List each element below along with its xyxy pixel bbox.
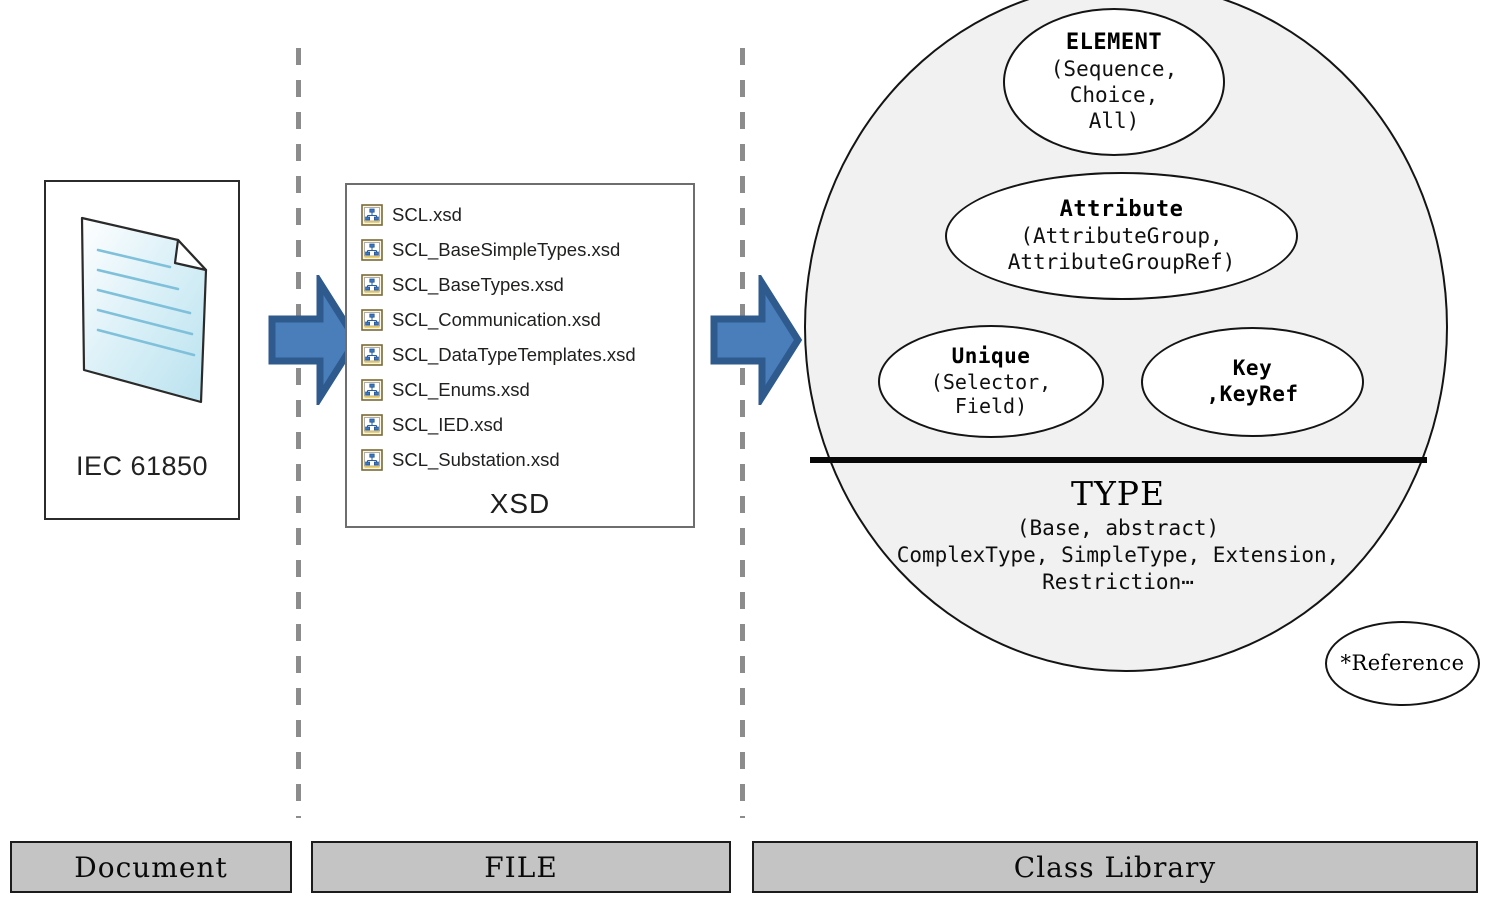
arrow-document-to-file-icon xyxy=(268,275,360,405)
node-unique-line-1: (Selector, xyxy=(930,369,1052,394)
list-item[interactable]: SCL_IED.xsd xyxy=(361,407,687,442)
node-key[interactable]: Key ,KeyRef xyxy=(1141,327,1364,437)
node-key-line-1: ,KeyRef xyxy=(1206,382,1299,406)
xsd-file-card: SCL.xsd SCL_BaseSimpleTypes.xsd xyxy=(345,183,695,528)
list-item[interactable]: SCL_BaseTypes.xsd xyxy=(361,267,687,302)
type-section: TYPE (Base, abstract) ComplexType, Simpl… xyxy=(828,474,1408,596)
type-section-line-1: (Base, abstract) xyxy=(1016,516,1220,540)
xsd-file-list: SCL.xsd SCL_BaseSimpleTypes.xsd xyxy=(361,197,687,477)
list-item-label: SCL_Enums.xsd xyxy=(392,378,530,400)
xsd-schema-icon xyxy=(361,238,383,261)
node-element-title: ELEMENT xyxy=(1065,29,1163,55)
node-attribute-line-1: (AttributeGroup, xyxy=(1020,224,1223,249)
node-reference-title: *Reference xyxy=(1340,650,1465,675)
xsd-schema-icon xyxy=(361,413,383,436)
list-item[interactable]: SCL_Communication.xsd xyxy=(361,302,687,337)
type-section-line-3: Restriction⋯ xyxy=(1042,569,1194,594)
node-key-title: Key xyxy=(1232,356,1273,381)
document-card-label: IEC 61850 xyxy=(75,451,209,481)
node-unique-line-2: Field) xyxy=(954,394,1028,419)
type-section-line-2: ComplexType, SimpleType, Extension, xyxy=(896,542,1340,567)
node-unique-title: Unique xyxy=(951,343,1031,368)
xsd-schema-icon xyxy=(361,308,383,331)
list-item-label: SCL_BaseSimpleTypes.xsd xyxy=(392,238,621,260)
list-item[interactable]: SCL.xsd xyxy=(361,197,687,232)
document-card: IEC 61850 xyxy=(44,180,240,520)
list-item[interactable]: SCL_Enums.xsd xyxy=(361,372,687,407)
list-item-label: SCL.xsd xyxy=(392,203,462,225)
list-item[interactable]: SCL_BaseSimpleTypes.xsd xyxy=(361,232,687,267)
list-item[interactable]: SCL_Substation.xsd xyxy=(361,442,687,477)
xsd-card-caption: XSD xyxy=(489,488,551,519)
xsd-schema-icon xyxy=(361,273,383,296)
list-item-label: SCL_IED.xsd xyxy=(392,413,504,435)
xsd-schema-icon xyxy=(361,343,383,366)
xsd-schema-icon xyxy=(361,448,383,471)
node-attribute[interactable]: Attribute (AttributeGroup, AttributeGrou… xyxy=(945,172,1298,300)
layer-label-document: Document xyxy=(10,841,292,893)
node-attribute-title: Attribute xyxy=(1059,196,1184,222)
node-element-line-3: All) xyxy=(1088,109,1140,134)
column-separator-document-file xyxy=(296,48,301,818)
document-page-icon xyxy=(80,216,208,404)
arrow-file-to-class-icon xyxy=(710,275,802,405)
list-item-label: SCL_Communication.xsd xyxy=(392,308,601,330)
list-item[interactable]: SCL_DataTypeTemplates.xsd xyxy=(361,337,687,372)
node-element-line-2: Choice, xyxy=(1069,83,1159,108)
xsd-schema-icon xyxy=(361,378,383,401)
node-reference[interactable]: *Reference xyxy=(1325,621,1480,706)
layer-label-file: FILE xyxy=(311,841,731,893)
node-element[interactable]: ELEMENT (Sequence, Choice, All) xyxy=(1003,8,1225,156)
node-unique[interactable]: Unique (Selector, Field) xyxy=(878,325,1104,438)
column-separator-file-class xyxy=(740,48,745,818)
class-library-divider xyxy=(810,457,1427,463)
xsd-schema-icon xyxy=(361,203,383,226)
node-attribute-line-2: AttributeGroupRef) xyxy=(1007,250,1236,275)
layer-label-class-library: Class Library xyxy=(752,841,1478,893)
list-item-label: SCL_Substation.xsd xyxy=(392,448,560,470)
type-section-title: TYPE xyxy=(1070,474,1166,513)
list-item-label: SCL_DataTypeTemplates.xsd xyxy=(392,343,636,365)
node-element-line-1: (Sequence, xyxy=(1050,57,1178,82)
list-item-label: SCL_BaseTypes.xsd xyxy=(392,273,564,295)
